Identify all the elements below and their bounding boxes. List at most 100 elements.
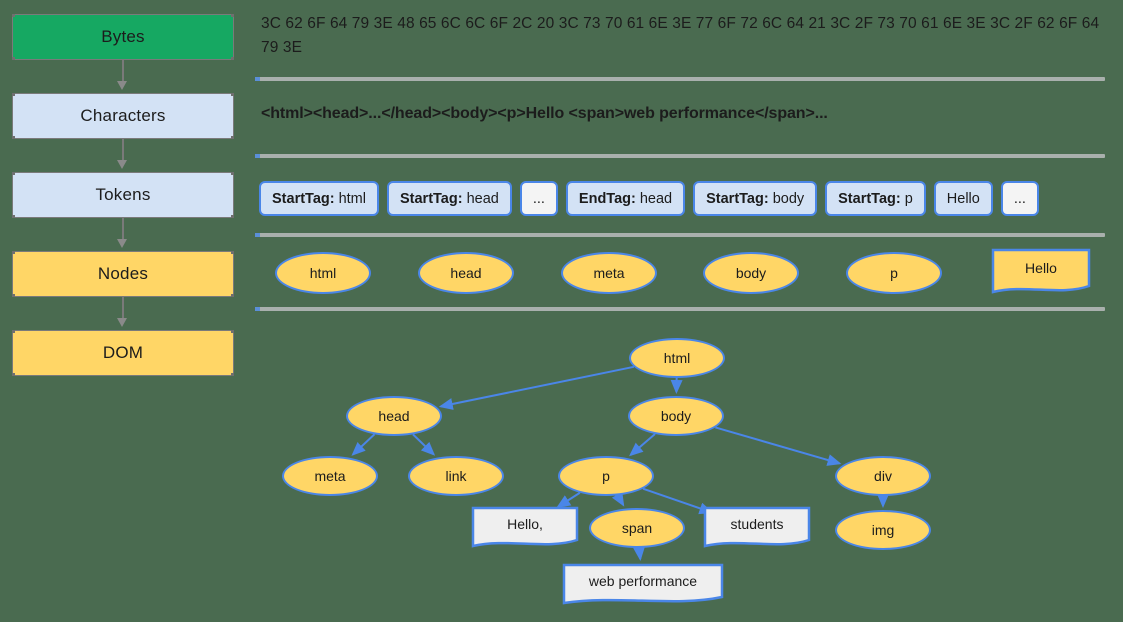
section-separator bbox=[255, 233, 1105, 237]
token-value: p bbox=[904, 190, 913, 207]
token-chip[interactable]: StartTag:html bbox=[259, 181, 379, 216]
dom-element-node[interactable]: html bbox=[629, 338, 725, 378]
node-label: students bbox=[730, 516, 784, 532]
pipeline-stage-label: DOM bbox=[102, 343, 144, 362]
corner-mark bbox=[12, 373, 15, 376]
dom-tree-edge bbox=[715, 426, 842, 466]
pipeline-arrow-1 bbox=[12, 60, 234, 93]
pipeline-stage-dom[interactable]: DOM bbox=[12, 330, 234, 376]
token-kind: EndTag: bbox=[578, 190, 636, 207]
token-value: ... bbox=[1013, 190, 1026, 207]
dom-element-node[interactable]: link bbox=[408, 456, 504, 496]
dom-tree-edge bbox=[611, 491, 625, 507]
corner-mark bbox=[231, 330, 234, 333]
dom-tree-edge bbox=[412, 433, 436, 456]
corner-mark bbox=[12, 14, 15, 17]
corner-mark bbox=[231, 136, 234, 139]
dom-tree-edge bbox=[351, 433, 376, 456]
token-chip[interactable]: ... bbox=[519, 181, 558, 216]
token-value: html bbox=[338, 190, 366, 207]
dom-tree-edge bbox=[633, 546, 645, 562]
separator-endpoint bbox=[255, 233, 260, 237]
dom-text-node[interactable]: students bbox=[703, 506, 811, 550]
pipeline-arrow-4 bbox=[12, 297, 234, 330]
section-separator bbox=[255, 154, 1105, 158]
arrow-head-icon bbox=[117, 318, 127, 327]
node-chip[interactable]: p bbox=[846, 252, 942, 294]
arrow-stem bbox=[122, 297, 124, 321]
nodes-row: html head meta body p Hello bbox=[263, 245, 1113, 301]
token-value: head bbox=[639, 190, 673, 207]
arrow-head-icon bbox=[117, 239, 127, 248]
corner-mark bbox=[231, 215, 234, 218]
pipeline-stage-tokens[interactable]: Tokens bbox=[12, 172, 234, 218]
bytes-hex-text: 3C 62 6F 64 79 3E 48 65 6C 6C 6F 2C 20 3… bbox=[261, 15, 1100, 56]
arrow-stem bbox=[122, 218, 124, 242]
token-chip[interactable]: ... bbox=[1000, 181, 1039, 216]
dom-element-node[interactable]: span bbox=[589, 508, 685, 548]
document-shape bbox=[703, 506, 811, 548]
token-chip[interactable]: StartTag:body bbox=[693, 181, 818, 216]
corner-mark bbox=[12, 172, 15, 175]
corner-mark bbox=[231, 14, 234, 17]
separator-endpoint bbox=[255, 77, 260, 81]
dom-element-node[interactable]: body bbox=[628, 396, 724, 436]
corner-mark bbox=[12, 93, 15, 96]
token-chip[interactable]: Hello bbox=[933, 181, 993, 216]
content-column: 3C 62 6F 64 79 3E 48 65 6C 6C 6F 2C 20 3… bbox=[255, 0, 1115, 622]
arrow-stem bbox=[122, 139, 124, 163]
corner-mark bbox=[12, 251, 15, 254]
arrow-stem bbox=[122, 60, 124, 84]
dom-element-node[interactable]: div bbox=[835, 456, 931, 496]
dom-element-node[interactable]: head bbox=[346, 396, 442, 436]
corner-mark bbox=[231, 93, 234, 96]
node-chip[interactable]: meta bbox=[561, 252, 657, 294]
dom-tree-edge bbox=[438, 365, 635, 410]
pipeline-column: Bytes Characters Tokens bbox=[12, 14, 234, 376]
token-chip[interactable]: StartTag:head bbox=[386, 181, 512, 216]
node-label: Hello, bbox=[507, 516, 543, 532]
separator-endpoint bbox=[255, 154, 260, 158]
pipeline-stage-characters[interactable]: Characters bbox=[12, 93, 234, 139]
node-chip[interactable]: html bbox=[275, 252, 371, 294]
separator-endpoint bbox=[255, 307, 260, 311]
token-kind: StartTag: bbox=[272, 190, 335, 207]
text-node-chip[interactable]: Hello bbox=[991, 248, 1091, 296]
characters-markup-text: <html><head>...</head><body><p>Hello <sp… bbox=[261, 105, 828, 122]
dom-text-node[interactable]: web performance bbox=[562, 563, 724, 607]
pipeline-stage-label: Characters bbox=[80, 106, 166, 125]
corner-mark bbox=[12, 294, 15, 297]
document-shape bbox=[471, 506, 579, 548]
dom-element-node[interactable]: meta bbox=[282, 456, 378, 496]
corner-mark bbox=[231, 373, 234, 376]
section-separator bbox=[255, 307, 1105, 311]
dom-element-node[interactable]: img bbox=[835, 510, 931, 550]
token-value: ... bbox=[532, 190, 545, 207]
dom-tree-edges bbox=[351, 365, 889, 562]
corner-mark bbox=[12, 57, 15, 60]
node-chip[interactable]: body bbox=[703, 252, 799, 294]
dom-text-node[interactable]: Hello, bbox=[471, 506, 579, 550]
token-chip[interactable]: StartTag:p bbox=[825, 181, 926, 216]
corner-mark bbox=[12, 330, 15, 333]
corner-mark bbox=[231, 57, 234, 60]
corner-mark bbox=[12, 136, 15, 139]
token-value: Hello bbox=[946, 190, 980, 207]
dom-tree-edge bbox=[642, 487, 714, 515]
token-value: body bbox=[772, 190, 805, 207]
pipeline-stage-label: Nodes bbox=[97, 264, 149, 283]
arrow-head-icon bbox=[117, 81, 127, 90]
pipeline-stage-bytes[interactable]: Bytes bbox=[12, 14, 234, 60]
token-kind: StartTag: bbox=[399, 190, 463, 207]
node-chip[interactable]: head bbox=[418, 252, 514, 294]
token-chip[interactable]: EndTag:head bbox=[565, 181, 686, 216]
pipeline-stage-label: Tokens bbox=[95, 185, 151, 204]
arrow-head-icon bbox=[117, 160, 127, 169]
corner-mark bbox=[12, 215, 15, 218]
section-separator bbox=[255, 77, 1105, 81]
pipeline-stage-nodes[interactable]: Nodes bbox=[12, 251, 234, 297]
corner-mark bbox=[231, 172, 234, 175]
dom-element-node[interactable]: p bbox=[558, 456, 654, 496]
